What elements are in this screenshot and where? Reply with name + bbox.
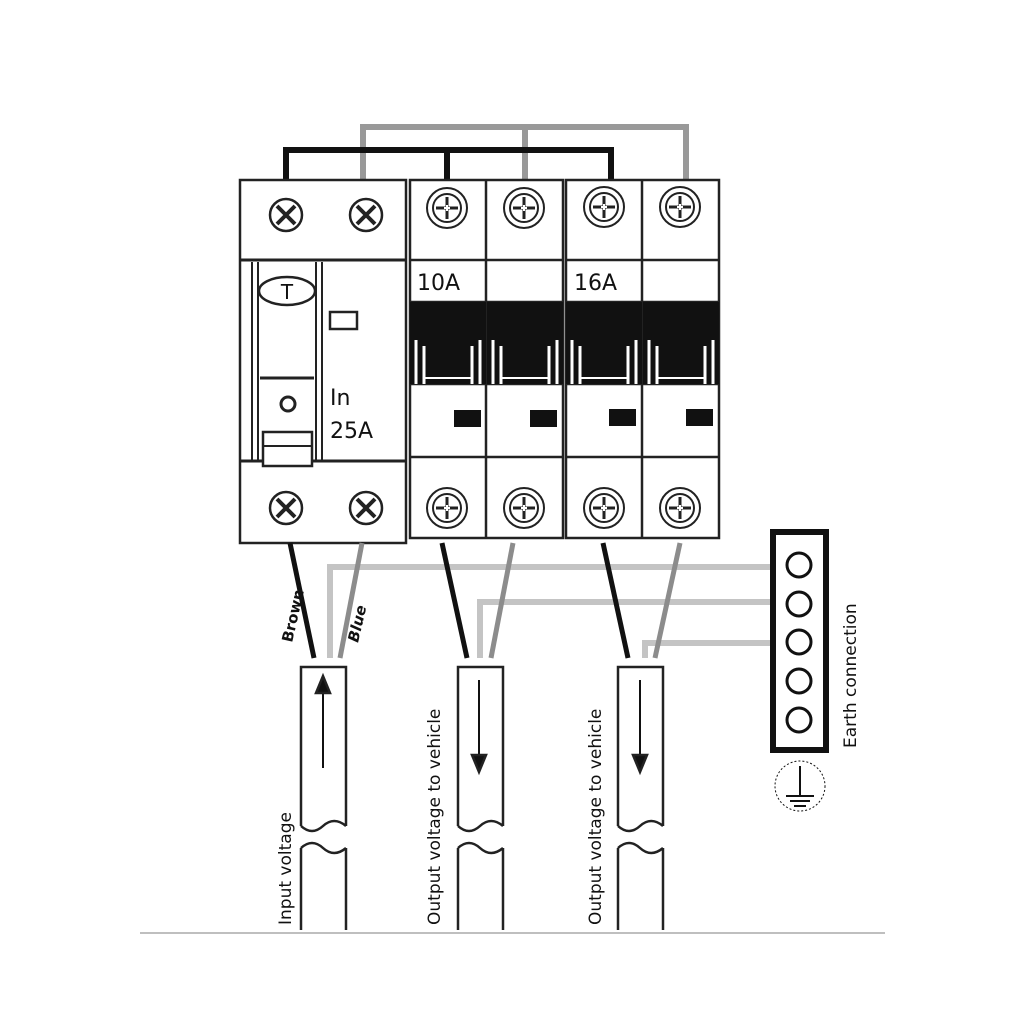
cable-output-2: [616, 665, 665, 930]
screw-icon: [348, 197, 384, 233]
cable-output-1: [456, 665, 505, 930]
arrow-down-icon: [470, 753, 488, 776]
screw-icon: [425, 486, 469, 530]
screw-icon: [502, 186, 546, 230]
earth-wires: [327, 564, 772, 658]
earth-terminal: [785, 628, 813, 656]
cable-input: [299, 665, 348, 930]
screw-icon: [502, 486, 546, 530]
rcd-device: T In 25A: [238, 178, 408, 545]
breaker-toggle[interactable]: [641, 300, 721, 386]
earth-terminal: [785, 590, 813, 618]
cable-label: Input voltage: [276, 812, 296, 925]
earth-terminal: [785, 551, 813, 579]
live-bus: [283, 147, 614, 180]
rcd-rating-label: In: [330, 386, 350, 411]
live-wires: [287, 542, 631, 659]
screw-icon: [658, 486, 702, 530]
screw-icon: [348, 490, 384, 526]
screw-icon: [268, 197, 304, 233]
earth-terminal: [785, 667, 813, 695]
screw-icon: [582, 486, 626, 530]
screw-icon: [425, 186, 469, 230]
earth-terminal-bar: [770, 529, 829, 753]
arrow-up-icon: [314, 672, 332, 695]
breaker-toggle[interactable]: [564, 300, 644, 386]
neutral-bus: [360, 124, 689, 180]
breaker-10a: 10A: [408, 178, 565, 540]
arrow-down-icon: [631, 753, 649, 776]
breaker-rating: 16A: [574, 271, 617, 296]
screw-icon: [268, 490, 304, 526]
cable-label: Output voltage to vehicle: [425, 709, 445, 925]
test-button-label: T: [280, 280, 294, 304]
earth-terminal: [785, 706, 813, 734]
breaker-rating: 10A: [417, 271, 460, 296]
earth-connection-label: Earth connection: [841, 603, 861, 748]
neutral-wires: [337, 542, 683, 659]
screw-icon: [658, 185, 702, 229]
indicator-window: [328, 310, 359, 331]
screw-icon: [582, 185, 626, 229]
rcd-lever[interactable]: [261, 430, 314, 468]
breaker-16a: 16A: [564, 178, 721, 540]
ground-icon: [774, 760, 826, 812]
breaker-toggle[interactable]: [485, 300, 565, 386]
breaker-toggle[interactable]: [408, 300, 488, 386]
status-dot: [279, 395, 297, 413]
test-button[interactable]: T: [257, 275, 317, 307]
cable-label: Output voltage to vehicle: [586, 709, 606, 925]
rcd-rating-value: 25A: [330, 419, 373, 444]
